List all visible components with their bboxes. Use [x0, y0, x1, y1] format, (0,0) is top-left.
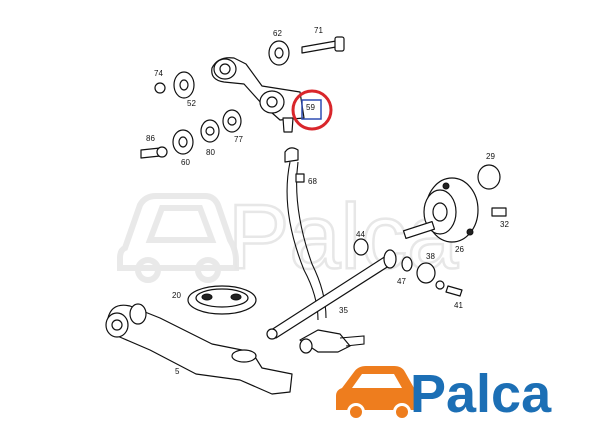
part-label-59: 59 [306, 103, 315, 112]
part-label-80: 80 [206, 148, 215, 157]
part-label-44: 44 [356, 230, 365, 239]
part-label-60: 60 [181, 158, 190, 167]
part-label-74: 74 [154, 69, 163, 78]
part-label-41: 41 [454, 301, 463, 310]
part-label-20: 20 [172, 291, 181, 300]
part-label-77: 77 [234, 135, 243, 144]
part-label-62: 62 [273, 29, 282, 38]
logo-car-icon [336, 366, 420, 410]
part-label-29: 29 [486, 152, 495, 161]
tie-rod [266, 238, 463, 340]
highlight-ring [291, 89, 333, 131]
part-label-68: 68 [308, 177, 317, 186]
lower-control-arm [105, 303, 365, 395]
part-label-26: 26 [455, 245, 464, 254]
part-labels: 71 62 74 52 86 60 80 77 68 29 32 26 44 3… [146, 26, 509, 376]
upper-control-arm [211, 57, 305, 133]
bolts [140, 36, 345, 159]
wheel-hub [402, 164, 507, 243]
logo-text: Palca [410, 364, 552, 424]
part-label-52: 52 [187, 99, 196, 108]
part-label-5: 5 [175, 367, 180, 376]
palca-logo: Palca [336, 364, 552, 424]
part-label-47: 47 [397, 277, 406, 286]
part-label-32: 32 [500, 220, 509, 229]
part-label-38: 38 [426, 252, 435, 261]
bushings [172, 40, 290, 155]
part-label-71: 71 [314, 26, 323, 35]
spring-seat [187, 285, 257, 315]
highlight-59: 59 [291, 89, 333, 131]
part-label-35: 35 [339, 306, 348, 315]
highlight-box [301, 99, 322, 120]
watermark-car-icon [117, 193, 239, 271]
part-label-86: 86 [146, 134, 155, 143]
